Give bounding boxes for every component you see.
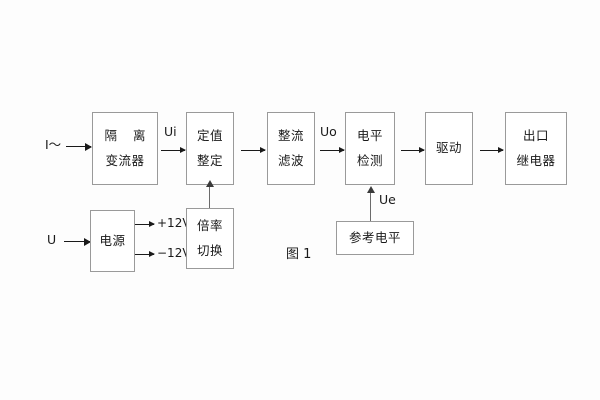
rail-negative-12v-label: −12V bbox=[157, 246, 191, 260]
arrow-rectify-to-level bbox=[320, 147, 345, 154]
block-rectify-filter: 整流 滤波 bbox=[267, 112, 315, 185]
block-isolation-transformer-line1: 隔 离 bbox=[104, 127, 152, 143]
block-reference-level: 参考电平 bbox=[336, 221, 414, 255]
block-setting-value: 定值 整定 bbox=[186, 112, 234, 185]
block-output-relay: 出口 继电器 bbox=[505, 112, 567, 185]
arrow-reference-to-level-detection bbox=[366, 186, 375, 221]
arrow-rail-negative-12v bbox=[135, 251, 155, 258]
block-level-detection: 电平 检测 bbox=[345, 112, 395, 185]
arrow-rail-positive-12v bbox=[135, 221, 155, 228]
arrow-drive-to-output-relay bbox=[480, 147, 504, 154]
ue-signal-label: Ue bbox=[379, 192, 396, 207]
block-rectify-filter-line1: 整流 bbox=[277, 127, 304, 143]
block-isolation-transformer: 隔 离 变流器 bbox=[92, 112, 158, 185]
rail-positive-12v-label: +12V bbox=[157, 216, 191, 230]
figure-caption: 图 1 bbox=[286, 247, 312, 262]
block-level-detection-line1: 电平 bbox=[356, 127, 383, 143]
block-multiplier-switch-line1: 倍率 bbox=[196, 217, 223, 233]
block-power-supply-line1: 电源 bbox=[99, 232, 126, 248]
block-isolation-transformer-line2: 变流器 bbox=[105, 153, 145, 168]
block-power-supply: 电源 bbox=[90, 210, 135, 272]
voltage-input-label: U bbox=[47, 232, 57, 247]
block-setting-value-line1: 定值 bbox=[196, 127, 223, 143]
block-drive: 驱动 bbox=[425, 112, 473, 185]
block-multiplier-switch: 倍率 切换 bbox=[186, 208, 234, 269]
arrow-current-to-isolation bbox=[66, 142, 92, 151]
ui-signal-label: Ui bbox=[164, 124, 177, 139]
arrow-level-to-drive bbox=[401, 147, 425, 154]
block-output-relay-line1: 出口 bbox=[522, 127, 549, 143]
block-rectify-filter-line2: 滤波 bbox=[277, 153, 304, 168]
arrow-multiplier-to-setting bbox=[205, 180, 214, 208]
arrow-voltage-to-power-supply bbox=[64, 237, 91, 246]
block-level-detection-line2: 检测 bbox=[356, 153, 383, 168]
arrow-isolation-to-setting bbox=[161, 147, 186, 154]
uo-signal-label: Uo bbox=[320, 124, 337, 139]
block-drive-line1: 驱动 bbox=[435, 140, 462, 156]
block-output-relay-line2: 继电器 bbox=[516, 153, 556, 168]
block-setting-value-line2: 整定 bbox=[196, 153, 223, 168]
arrow-setting-to-rectify bbox=[241, 147, 266, 154]
block-multiplier-switch-line2: 切换 bbox=[196, 243, 223, 258]
current-input-label: I～ bbox=[45, 137, 62, 152]
block-reference-level-line1: 参考电平 bbox=[348, 229, 401, 245]
